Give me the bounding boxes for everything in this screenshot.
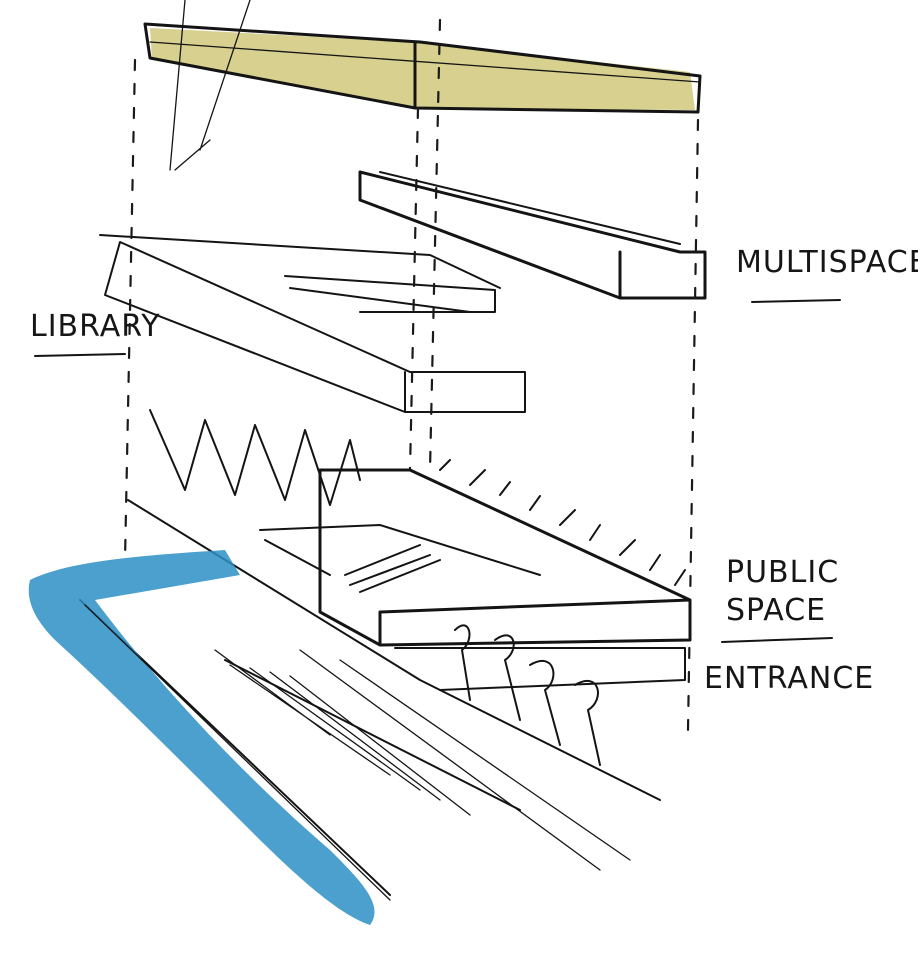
public-slab-void — [260, 525, 540, 575]
public-slab-outline — [320, 470, 690, 645]
alignment-lines — [125, 20, 698, 730]
tree-ticks — [440, 460, 685, 585]
library-slab — [100, 235, 525, 412]
public-slab-lower — [395, 648, 685, 690]
label-entrance: ENTRANCE — [704, 661, 874, 696]
library-inner-void — [285, 276, 495, 312]
people-figures — [455, 625, 600, 765]
public-space-slab — [260, 470, 690, 690]
underline-library — [35, 354, 125, 356]
library-top — [100, 235, 525, 412]
guide-center — [410, 108, 418, 470]
label-public: PUBLIC — [726, 555, 839, 590]
label-multispace: MULTISPACE — [736, 245, 918, 280]
label-space: SPACE — [726, 593, 826, 628]
roof-slab — [145, 0, 700, 170]
water-edge-line — [85, 605, 390, 900]
multispace-top-edge — [380, 172, 680, 244]
roof-wash — [150, 28, 695, 110]
underline-public-space — [722, 638, 832, 642]
hatch-patch — [345, 545, 440, 592]
person-3 — [530, 661, 560, 745]
person-4 — [575, 681, 600, 765]
multispace-slab — [360, 172, 705, 298]
water-shape — [29, 550, 375, 925]
multispace-outline — [360, 172, 705, 298]
label-library: LIBRARY — [30, 309, 161, 344]
tree-zigzag — [150, 410, 360, 505]
underline-multispace — [752, 300, 840, 302]
